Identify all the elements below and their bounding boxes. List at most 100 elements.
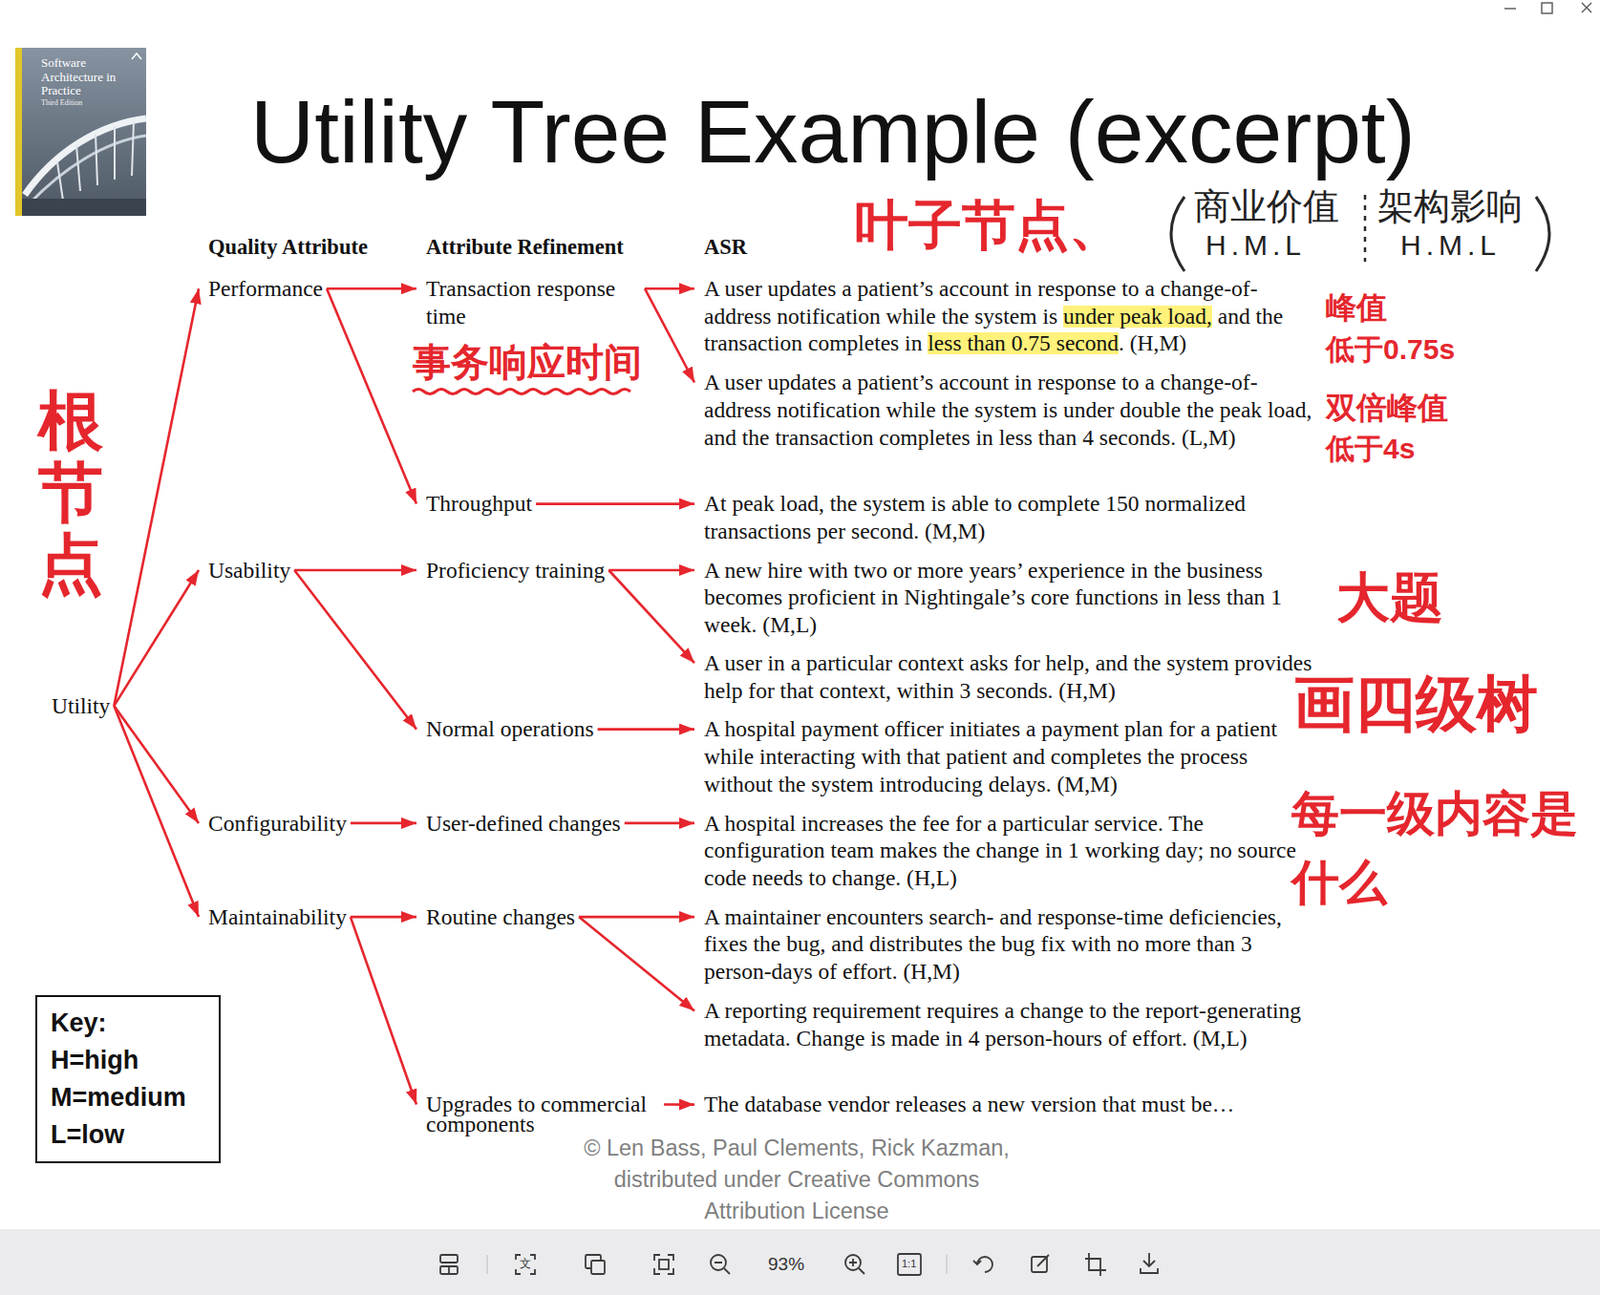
quality-attribute: Configurability [198, 808, 351, 840]
connector-arrow [294, 570, 417, 730]
node-text: A new hire with two or more years’ exper… [704, 556, 1316, 640]
toolbar-icon-text: 文 [519, 1258, 532, 1270]
connector-arrow [644, 287, 695, 291]
node-text: Routine changes [426, 903, 576, 932]
connector-arrow [326, 288, 417, 504]
attribute-refinement: Upgrades to commercial components [416, 1092, 664, 1137]
publisher-logo [131, 53, 142, 60]
handwritten-note: 根节点 [38, 384, 104, 599]
connector-arrow [294, 569, 417, 573]
close-icon [1581, 2, 1592, 13]
asr-scenario: A new hire with two or more years’ exper… [694, 554, 1320, 641]
handwritten-note: 商业价值 [1194, 187, 1340, 228]
node-text: Proficiency training [426, 556, 605, 585]
actual-size-icon [897, 1254, 921, 1276]
connector-arrow [624, 822, 695, 826]
handwritten-divider [1364, 194, 1367, 262]
connector-arrow [535, 502, 695, 506]
scan-icon [515, 1255, 535, 1275]
toolbar-separator [945, 1255, 947, 1275]
node-text: L=low [50, 1116, 206, 1154]
edit-icon [1037, 1255, 1049, 1267]
zoom-level: 93% [768, 1255, 805, 1274]
attribute-refinement: Proficiency training [416, 554, 609, 587]
column-header: Attribute Refinement [426, 234, 624, 260]
book-cover-art [15, 47, 147, 216]
connector-arrow [326, 287, 417, 291]
book-cover-stripe [15, 47, 22, 216]
download-icon [1140, 1253, 1158, 1274]
asr-scenario: A user updates a patient’s account in re… [694, 366, 1320, 453]
layout-icon [448, 1266, 450, 1275]
connector-arrow [350, 822, 417, 826]
attribute-refinement: Routine changes [416, 901, 579, 934]
handwritten-bracket [1171, 196, 1185, 272]
rotate-icon [973, 1257, 993, 1273]
node-text: A reporting requirement requires a chang… [704, 997, 1316, 1053]
column-header: ASR [704, 234, 747, 260]
quality-attribute: Performance [198, 273, 327, 305]
node-text: User-defined changes [426, 810, 621, 838]
maximize-icon [1541, 2, 1553, 14]
node-text: M=medium [50, 1079, 206, 1117]
node-text: The database vendor releases a new versi… [704, 1090, 1316, 1119]
translate-icon [591, 1260, 605, 1275]
connector-arrow [663, 1103, 695, 1107]
viewer-toolbar [0, 1229, 1600, 1295]
asr-scenario: A reporting requirement requires a chang… [694, 995, 1320, 1055]
node-text: Throughput [426, 490, 533, 518]
handwritten-note: 事务响应时间 [412, 341, 642, 384]
node-text: Normal operations [426, 715, 595, 744]
handwritten-note: 大题 [1336, 568, 1444, 628]
quality-attribute: Maintainability [198, 901, 351, 934]
connector-arrow [608, 569, 695, 573]
handwritten-bracket [1536, 196, 1550, 272]
book-cover-band [21, 198, 147, 216]
key-box: Key:H=highM=mediumL=low [35, 995, 221, 1164]
book-cover: Software Architecture in PracticeThird E… [15, 47, 147, 216]
crop-icon [1085, 1253, 1107, 1277]
handwritten-note: 架构影响 [1377, 187, 1523, 228]
handwritten-note: 画四级树 [1293, 670, 1538, 738]
wavy-underline [412, 389, 631, 395]
node-text: H=high [50, 1042, 206, 1080]
node-text: A maintainer encounters search- and resp… [704, 903, 1316, 986]
attribute-refinement: Throughput [416, 488, 536, 520]
fit-icon [654, 1255, 674, 1275]
layout-icon [440, 1266, 458, 1275]
slide-title: Utility Tree Example (excerpt) [250, 87, 1416, 177]
toolbar-icon-text: 1:1 [901, 1258, 917, 1270]
handwritten-note: 低于4s [1325, 432, 1415, 465]
minimize-icon [1504, 7, 1516, 9]
handwritten-note: 每一级内容是什么 [1291, 779, 1580, 918]
connector-arrow [608, 570, 695, 663]
handwritten-note: 双倍峰值 [1325, 391, 1449, 426]
connector-arrow [597, 727, 695, 731]
node-text: Usability [208, 556, 291, 585]
layout-icon [440, 1255, 458, 1263]
fit-icon [659, 1259, 669, 1270]
connector-arrow [113, 288, 199, 706]
bridge-arc [28, 135, 147, 205]
connector-arrow [578, 917, 695, 1011]
quality-attribute: Usability [198, 554, 295, 587]
asr-scenario: A hospital increases the fee for a parti… [694, 808, 1320, 895]
node-text: Third Edition [41, 98, 128, 108]
column-header: Quality Attribute [208, 234, 368, 260]
attribute-refinement: Normal operations [416, 713, 598, 746]
node-text: Maintainability [208, 903, 347, 932]
asr-scenario: A maintainer encounters search- and resp… [694, 901, 1320, 988]
node-text: A user updates a patient’s account in re… [704, 368, 1316, 451]
handwritten-note: 叶子节点、 [854, 195, 1123, 256]
asr-scenario: A user in a particular context asks for … [694, 647, 1320, 707]
zoom-out-icon [714, 1262, 730, 1275]
connector-arrow [350, 917, 417, 1105]
node-text: Utility [51, 692, 110, 721]
bridge-ribs [57, 121, 134, 201]
node-text: A user in a particular context asks for … [704, 649, 1316, 705]
toolbar-separator [486, 1255, 488, 1275]
connector-arrow [350, 916, 417, 919]
node-text: A user updates a patient’s account in re… [704, 275, 1316, 358]
root-node: Utility [42, 690, 114, 723]
